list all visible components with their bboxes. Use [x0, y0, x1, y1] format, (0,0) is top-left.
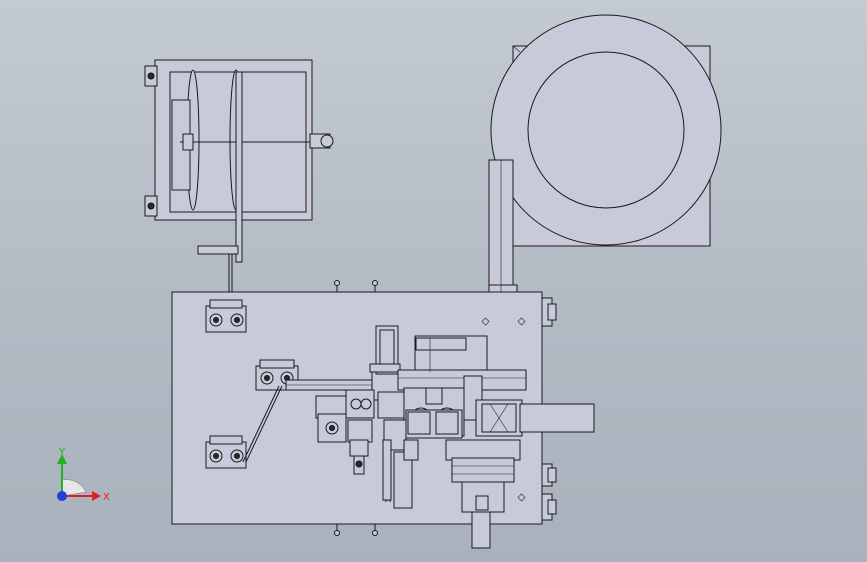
side-brackets — [541, 297, 557, 521]
crimp-head[interactable] — [315, 389, 405, 443]
vertical-bracket — [382, 439, 392, 501]
roller-block-top[interactable] — [205, 299, 247, 333]
wire-reel-unit[interactable] — [144, 59, 334, 263]
motor-gearbox[interactable] — [475, 399, 595, 437]
plate-marks — [481, 317, 526, 502]
press-unit[interactable] — [445, 439, 521, 549]
z-axis-dot — [57, 491, 67, 501]
wire-diagonal — [245, 385, 283, 463]
roller-block-bottom[interactable] — [205, 435, 247, 469]
x-axis-label: X — [103, 492, 110, 503]
wire-diagonal — [242, 385, 280, 463]
bowl-feeder[interactable] — [490, 14, 722, 247]
central-block[interactable] — [405, 337, 483, 439]
guide-column[interactable] — [369, 325, 401, 375]
slide-unit[interactable] — [347, 419, 373, 475]
y-axis-label: Y — [58, 447, 66, 458]
coordinate-triad: Y X — [57, 447, 110, 503]
plate-screws — [334, 280, 378, 536]
